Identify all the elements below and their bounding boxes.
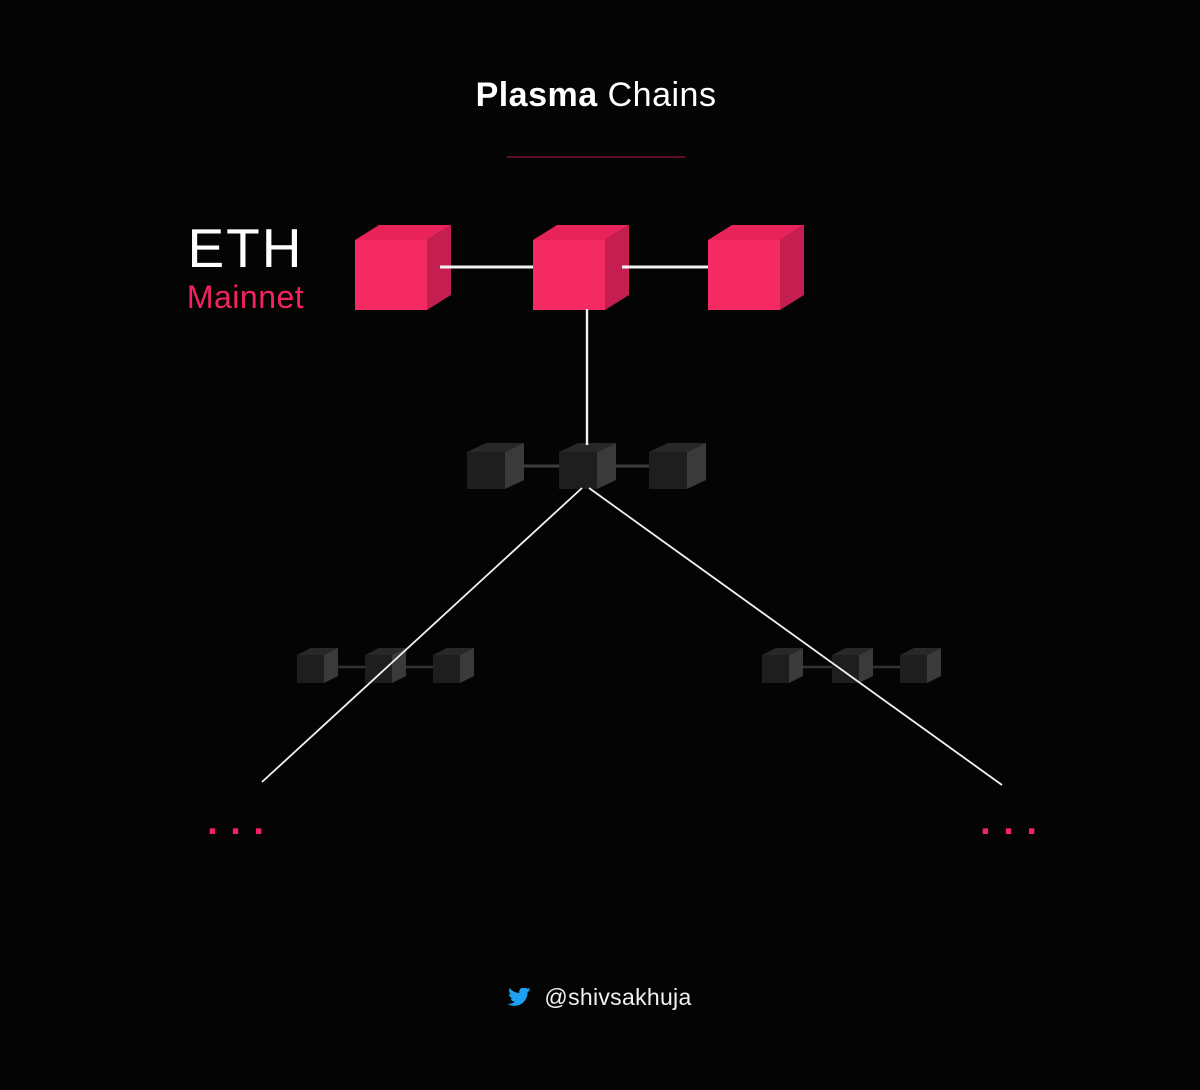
plasma-subchain-right-block-1 (762, 648, 803, 683)
ellipsis-right: . . . (980, 801, 1038, 843)
plasma-subchain-left-block-1 (297, 648, 338, 683)
plasma-subchain-left-block-3 (433, 648, 474, 683)
twitter-bird-icon (508, 988, 532, 1006)
network-label: ETH Mainnet (168, 219, 323, 316)
cube-top-face (559, 443, 616, 452)
eth-mainnet-chain-block-2 (533, 225, 629, 310)
title-underline (507, 156, 685, 158)
cube-right-face (780, 225, 804, 310)
plasma-child-chain-block-1 (467, 443, 524, 489)
cube-front-face (708, 240, 780, 310)
cube-front-face (762, 655, 789, 683)
cube-front-face (433, 655, 460, 683)
cube-top-face (708, 225, 804, 240)
plasma-subchain-right-block-3 (900, 648, 941, 683)
cube-right-face (687, 443, 706, 489)
cube-front-face (900, 655, 927, 683)
cube-right-face (427, 225, 451, 310)
cube-top-face (467, 443, 524, 452)
twitter-handle: @shivsakhuja (544, 984, 692, 1010)
cube-front-face (559, 452, 597, 489)
plasma-child-chain-block-2 (559, 443, 616, 489)
cube-front-face (297, 655, 324, 683)
eth-mainnet-chain-block-3 (708, 225, 804, 310)
cube-top-face (355, 225, 451, 240)
eth-mainnet-chain-block-1 (355, 225, 451, 310)
cube-top-face (533, 225, 629, 240)
ellipsis-left: . . . (207, 801, 265, 843)
page-title: Plasma Chains (0, 76, 1192, 114)
network-subtitle: Mainnet (186, 279, 305, 315)
title-bold: Plasma (475, 76, 598, 114)
cube-front-face (467, 452, 505, 489)
cube-front-face (533, 240, 605, 310)
plasma-subchain-left-block-2 (365, 648, 406, 683)
cube-front-face (649, 452, 687, 489)
cube-front-face (355, 240, 427, 310)
plasma-child-chain-block-3 (649, 443, 706, 489)
cube-right-face (505, 443, 524, 489)
plasma-subchain-right-block-2 (832, 648, 873, 683)
cube-top-face (649, 443, 706, 452)
network-name: ETH (187, 217, 304, 279)
cube-right-face (597, 443, 616, 489)
title-regular: Chains (597, 76, 717, 114)
attribution-footer: @shivsakhuja (0, 984, 1200, 1011)
cube-front-face (832, 655, 859, 683)
cube-front-face (365, 655, 392, 683)
